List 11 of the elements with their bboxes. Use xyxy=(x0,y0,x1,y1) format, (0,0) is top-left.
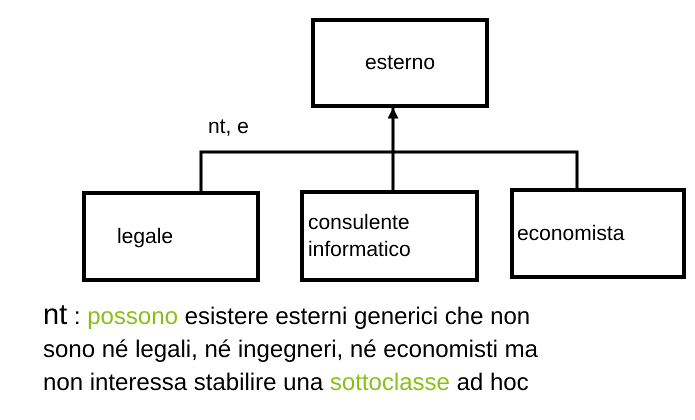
entity-box xyxy=(311,18,489,108)
entity-name: esterno xyxy=(364,50,436,76)
entity-box xyxy=(300,190,479,282)
entity-name: economista xyxy=(517,220,624,247)
note-text: nt : possono esistere esterni generici che non sono né legali, né ingegneri, né economisti ma non interessa stabilire una sottoclasse ad hoc xyxy=(43,299,539,398)
connector-arrow xyxy=(388,108,578,188)
entity-name: legale xyxy=(117,224,174,250)
entity-box xyxy=(82,191,260,282)
entity-name: consulente informatico xyxy=(308,210,412,263)
entity-box xyxy=(510,188,686,279)
constraint-label: nt, e xyxy=(208,114,249,140)
